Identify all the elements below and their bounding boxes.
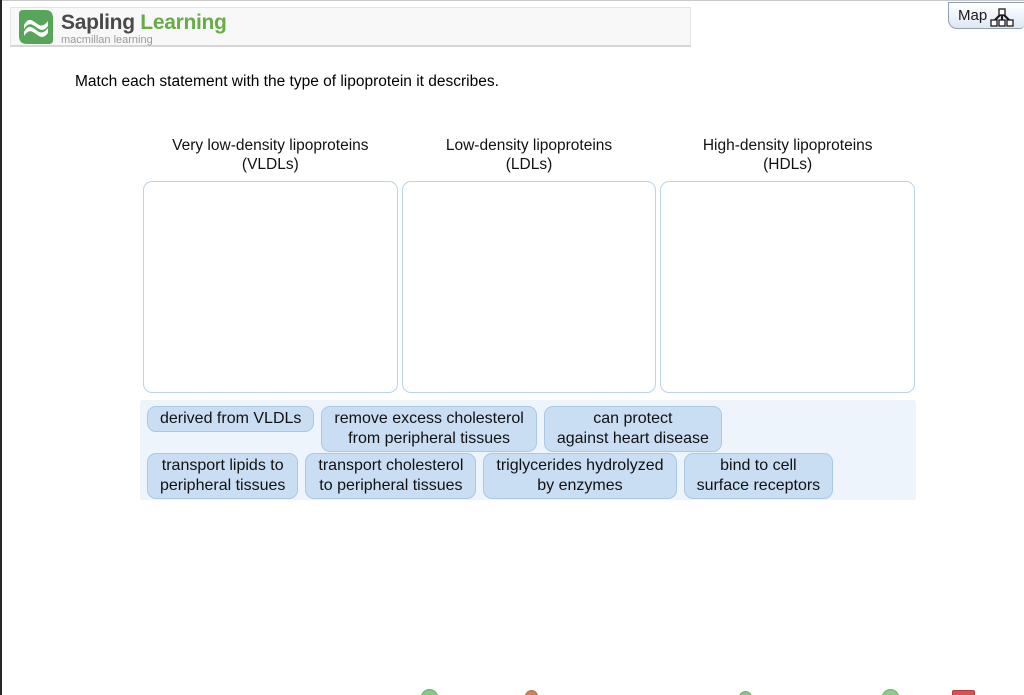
logo-text: Sapling Learning macmillan learning [61, 10, 227, 46]
orange-circle-icon [525, 690, 538, 695]
column-ldl: Low-density lipoproteins (LDLs) [401, 136, 657, 393]
answer-bank-row-2: transport lipids to peripheral tissues t… [147, 453, 834, 499]
window-left-border [0, 0, 2, 695]
window-top-border [0, 0, 1024, 1]
green-circle-icon [882, 689, 899, 695]
green-circle-icon [421, 689, 438, 695]
sitemap-icon [990, 8, 1014, 27]
answer-bank-row-1: derived from VLDLs remove excess cholest… [147, 406, 722, 452]
chip-protect-heart-disease[interactable]: can protect against heart disease [543, 406, 722, 452]
sapling-logo: Sapling Learning macmillan learning [19, 10, 227, 46]
answer-bank: derived from VLDLs remove excess cholest… [140, 400, 916, 500]
question-prompt: Match each statement with the type of li… [75, 73, 499, 90]
column-vldl: Very low-density lipoproteins (VLDLs) [143, 136, 398, 393]
chip-transport-cholesterol[interactable]: transport cholesterol to peripheral tiss… [305, 453, 477, 499]
logo-subtitle: macmillan learning [61, 34, 153, 46]
sapling-logo-icon [19, 10, 53, 44]
header-bar: Sapling Learning macmillan learning [10, 7, 691, 47]
dropzone-vldl[interactable] [143, 181, 398, 393]
chip-triglycerides-hydrolyzed[interactable]: triglycerides hydrolyzed by enzymes [483, 453, 677, 499]
map-button-label: Map [958, 7, 988, 24]
column-header-vldl: Very low-density lipoproteins (VLDLs) [172, 137, 369, 173]
match-columns: Very low-density lipoproteins (VLDLs) Lo… [143, 136, 916, 393]
red-rect-icon [952, 690, 975, 695]
dropzone-ldl[interactable] [401, 181, 657, 393]
chip-transport-lipids[interactable]: transport lipids to peripheral tissues [147, 453, 299, 499]
green-circle-icon [739, 691, 752, 695]
chip-bind-cell-receptors[interactable]: bind to cell surface receptors [683, 453, 834, 499]
map-button[interactable]: Map [948, 2, 1024, 29]
chip-derived-from-vldls[interactable]: derived from VLDLs [147, 406, 315, 432]
dropzone-hdl[interactable] [660, 181, 916, 393]
column-header-hdl: High-density lipoproteins (HDLs) [702, 137, 873, 173]
chip-remove-excess-cholesterol[interactable]: remove excess cholesterol from periphera… [321, 406, 537, 452]
logo-title-sapling: Sapling [61, 11, 135, 34]
logo-title-learning: Learning [140, 11, 227, 34]
column-header-ldl: Low-density lipoproteins (LDLs) [445, 137, 613, 173]
column-hdl: High-density lipoproteins (HDLs) [660, 136, 916, 393]
logo-title: Sapling Learning [61, 12, 227, 33]
